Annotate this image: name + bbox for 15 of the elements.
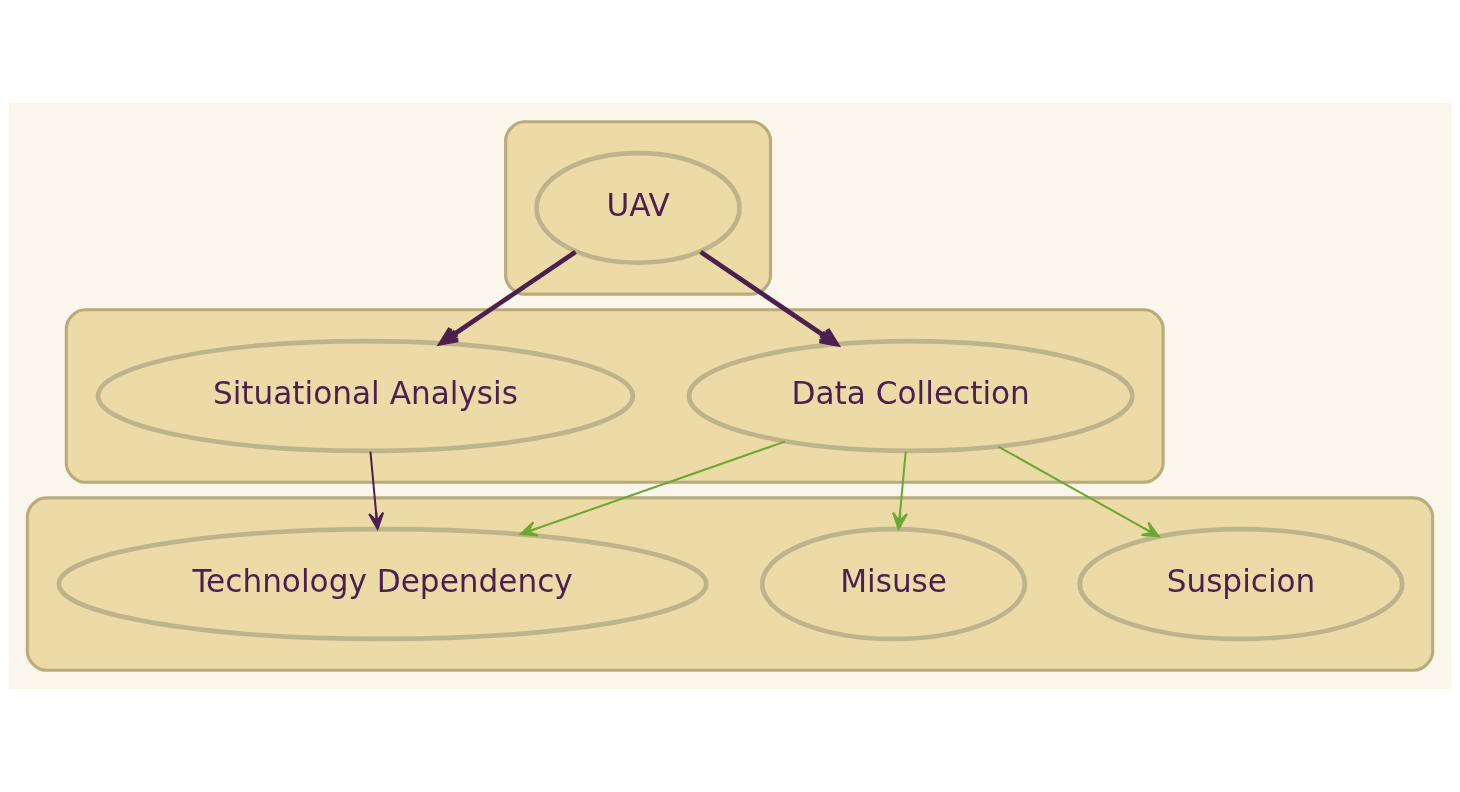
cluster	[64, 308, 1165, 484]
arrow	[519, 440, 786, 537]
node-ellipse: Data Collection	[686, 338, 1135, 454]
arrow	[997, 445, 1160, 538]
arrow	[892, 451, 908, 530]
cluster	[504, 120, 773, 296]
node-ellipse: Suspicion	[1077, 526, 1405, 642]
node-ellipse: Situational Analysis	[95, 338, 636, 454]
arrow	[368, 451, 385, 530]
arrow	[438, 250, 577, 346]
node-ellipse: Misuse	[759, 526, 1028, 642]
node-ellipse: Technology Dependency	[56, 526, 709, 642]
node-ellipse: UAV	[534, 150, 742, 266]
cluster	[25, 496, 1435, 672]
arrow	[699, 250, 839, 347]
